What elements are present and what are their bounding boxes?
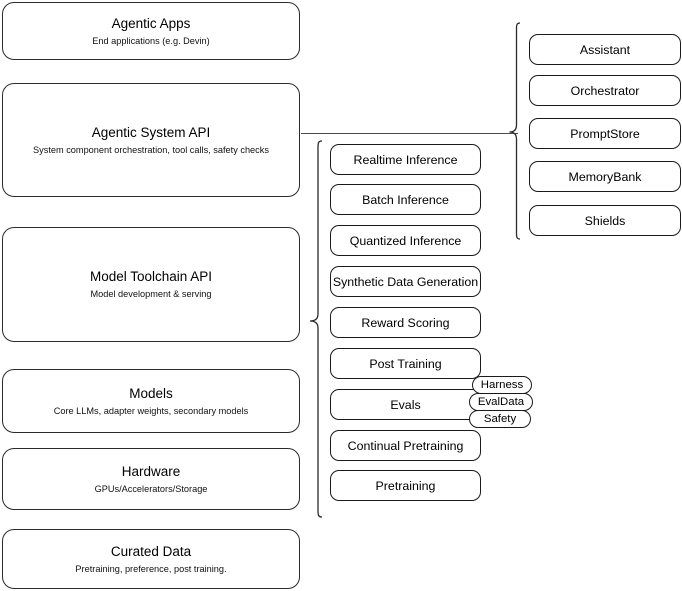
system-component-memorybank[interactable]: MemoryBank <box>529 161 681 192</box>
eval-badge-harness[interactable]: Harness <box>472 376 532 394</box>
toolchain-component-reward-scoring[interactable]: Reward Scoring <box>330 307 481 338</box>
brace-toolchain-components <box>309 140 323 518</box>
stack-layer-subtitle: End applications (e.g. Devin) <box>92 35 210 46</box>
toolchain-component-batch-inference[interactable]: Batch Inference <box>330 184 481 215</box>
stack-layer-subtitle: Pretraining, preference, post training. <box>75 563 227 574</box>
toolchain-component-evals[interactable]: Evals <box>330 389 481 420</box>
stack-layer-subtitle: GPUs/Accelerators/Storage <box>94 483 208 494</box>
stack-layer-agentic-apps[interactable]: Agentic Apps End applications (e.g. Devi… <box>2 2 300 60</box>
stack-layer-models[interactable]: Models Core LLMs, adapter weights, secon… <box>2 369 300 433</box>
stack-layer-agentic-system-api[interactable]: Agentic System API System component orch… <box>2 83 300 197</box>
stack-layer-subtitle: System component orchestration, tool cal… <box>33 144 269 155</box>
stack-layer-title: Agentic System API <box>91 124 211 140</box>
stack-layer-hardware[interactable]: Hardware GPUs/Accelerators/Storage <box>2 448 300 510</box>
eval-badge-evaldata[interactable]: EvalData <box>469 393 533 411</box>
stack-layer-curated-data[interactable]: Curated Data Pretraining, preference, po… <box>2 529 300 589</box>
stack-layer-title: Model Toolchain API <box>89 269 213 284</box>
stack-layer-title: Hardware <box>121 463 181 479</box>
stack-layer-title: Models <box>129 385 173 401</box>
connector-line-system-api <box>301 133 518 135</box>
stack-layer-model-toolchain-api[interactable]: Model Toolchain API Model development & … <box>2 227 300 342</box>
stack-layer-title: Curated Data <box>110 543 192 559</box>
system-component-promptstore[interactable]: PromptStore <box>529 118 681 149</box>
toolchain-component-post-training[interactable]: Post Training <box>330 348 481 379</box>
toolchain-component-continual-pretraining[interactable]: Continual Pretraining <box>330 430 481 461</box>
toolchain-component-synthetic-data-generation[interactable]: Synthetic Data Generation <box>330 266 481 297</box>
system-component-orchestrator[interactable]: Orchestrator <box>529 75 681 106</box>
stack-layer-title: Agentic Apps <box>111 15 191 31</box>
stack-layer-subtitle: Model development & serving <box>90 289 212 299</box>
stack-layer-subtitle: Core LLMs, adapter weights, secondary mo… <box>53 405 249 416</box>
system-component-shields[interactable]: Shields <box>529 205 681 236</box>
toolchain-component-pretraining[interactable]: Pretraining <box>330 470 481 501</box>
toolchain-component-realtime-inference[interactable]: Realtime Inference <box>330 144 481 175</box>
toolchain-component-quantized-inference[interactable]: Quantized Inference <box>330 225 481 256</box>
eval-badge-safety[interactable]: Safety <box>469 410 531 428</box>
brace-system-components <box>509 22 521 240</box>
system-component-assistant[interactable]: Assistant <box>529 34 681 65</box>
